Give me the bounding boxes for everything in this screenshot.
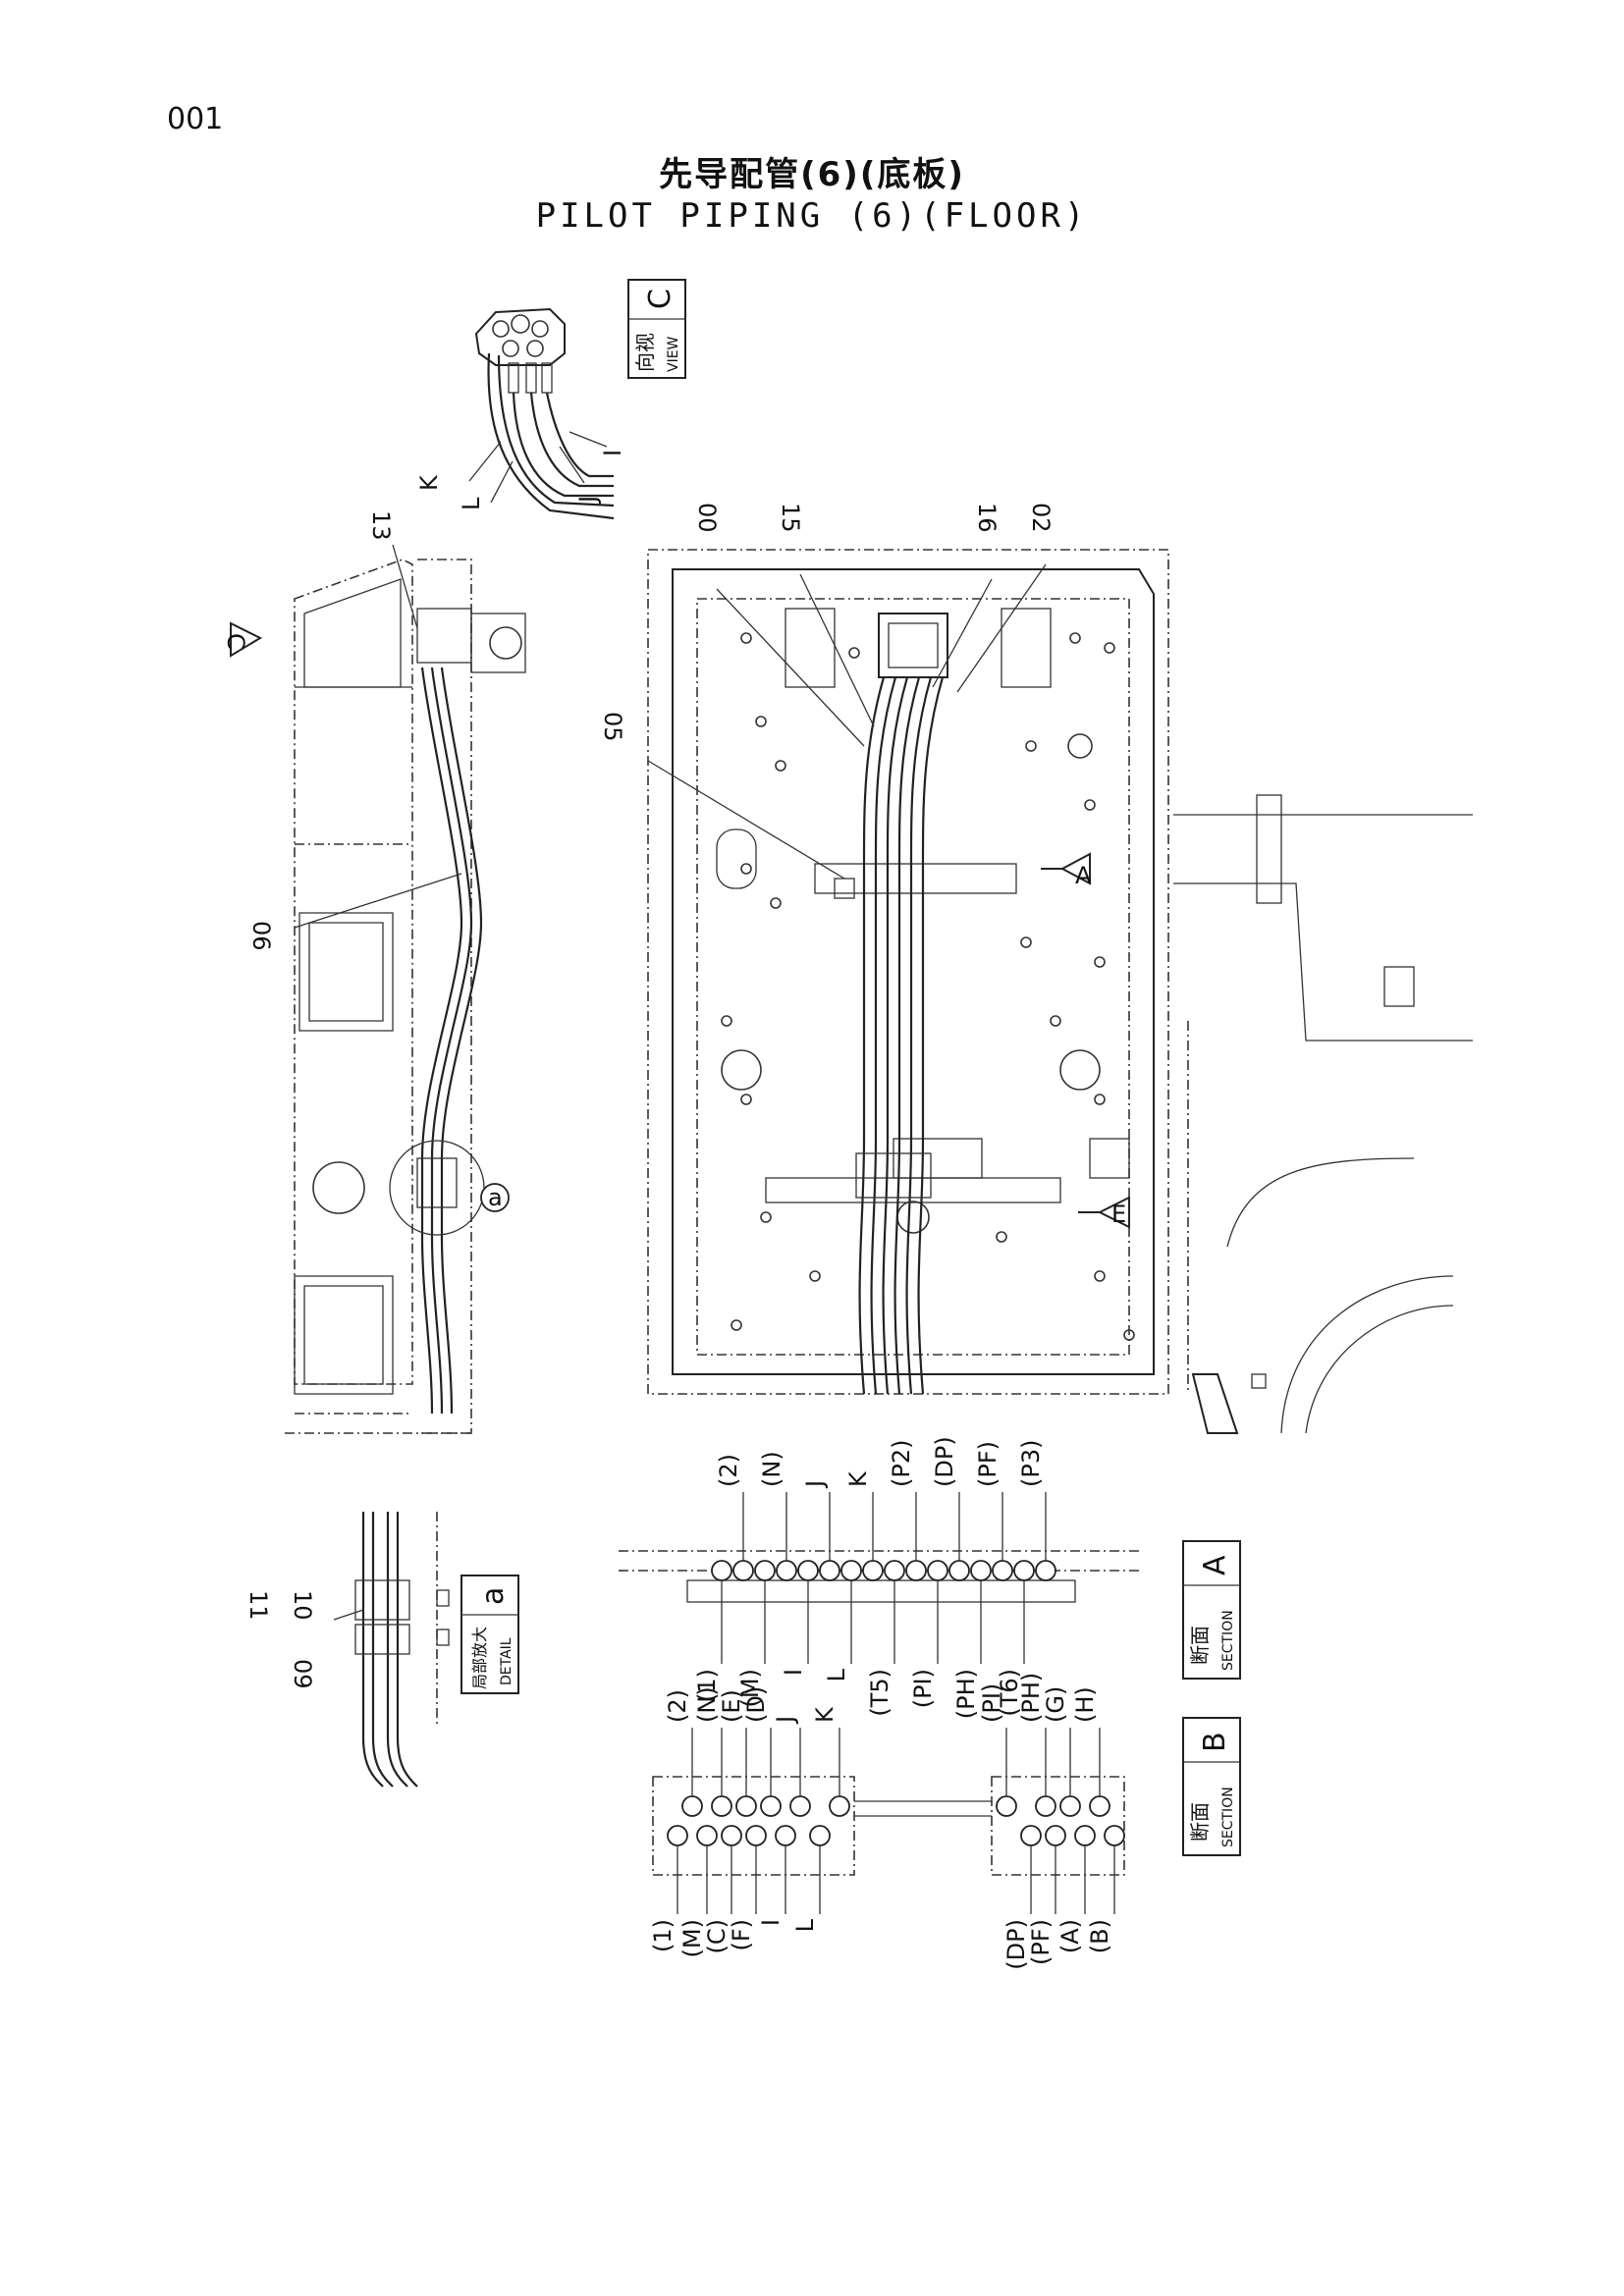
section-b-right-bottom-label-3: (A) (1056, 1919, 1084, 1953)
part-number-06: 06 (247, 921, 275, 951)
part-number-13: 13 (367, 510, 395, 541)
part-number-10: 10 (289, 1590, 316, 1621)
part-number-05: 05 (599, 712, 626, 742)
section-b-right-bottom-label-2: (PF) (1027, 1919, 1055, 1965)
section-a-top-label-3: J (801, 1480, 829, 1489)
section-a-leaders (721, 1492, 1047, 1664)
section-b-left-top-label-5: J (772, 1716, 799, 1725)
section-b-leaders (677, 1728, 1115, 1914)
section-b-left-bottom-labels: (1) (M) (C) (F) I L (649, 1918, 819, 1957)
part-number-02: 02 (1027, 503, 1055, 533)
section-a-bottom-label-2: (M) (736, 1669, 764, 1707)
right-side-fragment (1173, 794, 1473, 1434)
section-a-drawing (619, 1492, 1139, 1664)
arrow-a-letter: A (1075, 862, 1092, 889)
section-b-tag-letter: B (1198, 1732, 1232, 1752)
section-b-right-bottom-labels: (DP) (PF) (A) (B) (1002, 1919, 1113, 1970)
part-number-11: 11 (244, 1590, 272, 1621)
section-a-bottom-label-3: I (780, 1669, 807, 1676)
section-b-right-bottom-label-1: (DP) (1002, 1919, 1030, 1970)
floor-holes (721, 632, 1135, 1341)
section-a-tag: 断面 SECTION A (1182, 1540, 1241, 1680)
part-number-15: 15 (777, 503, 804, 533)
section-b-tag-cn: 断面 (1188, 1802, 1212, 1842)
title-chinese: 先导配管(6)(底板) (659, 155, 965, 194)
part-number-16: 16 (973, 503, 1001, 533)
section-a-top-label-4: K (844, 1470, 872, 1487)
section-a-tag-cn: 断面 (1188, 1626, 1212, 1665)
section-b-left-bottom-label-2: (M) (678, 1919, 706, 1957)
left-side-view (285, 544, 526, 1434)
title-english: PILOT PIPING (6)(FLOOR) (535, 196, 1089, 236)
section-a-bottom-label-1: (1) (693, 1669, 721, 1702)
section-b-left-top-labels: (2) (N) (E) (D) J K (664, 1686, 839, 1725)
section-a-top-label-8: (P3) (1017, 1440, 1045, 1487)
section-a-bottom-label-7: (PH) (952, 1669, 980, 1719)
section-b-left-bottom-label-1: (1) (649, 1919, 677, 1952)
section-b-left-top-label-3: (E) (718, 1689, 745, 1723)
view-c-tag: 向视 VIEW C (627, 279, 686, 379)
detail-a-drawing (333, 1512, 450, 1788)
detail-a-tag-letter: a (476, 1587, 511, 1605)
arrow-e-letter: E (1111, 1201, 1126, 1228)
view-c-tag-cn: 向视 (633, 333, 657, 372)
section-a-bottom-label-6: (PI) (909, 1669, 937, 1708)
arrow-a-marker (1041, 852, 1091, 885)
section-a-bottom-label-5: (T5) (866, 1669, 893, 1717)
section-a-top-label-1: (2) (715, 1454, 742, 1487)
section-b-right-top-label-2: (PH) (1017, 1673, 1045, 1723)
section-b-left-top-label-4: (D) (742, 1686, 770, 1723)
detail-a-tag: 局部放大 DETAIL a (460, 1575, 519, 1694)
section-b-right-top-label-3: (G) (1042, 1686, 1069, 1723)
section-b-left-top-label-1: (2) (664, 1689, 691, 1723)
section-b-right-top-label-1: (PI) (978, 1683, 1005, 1723)
section-a-top-labels: (2) (N) J K (P2) (DP) (PF) (P3) (715, 1436, 1045, 1489)
section-a-top-label-5: (P2) (888, 1440, 915, 1487)
section-b-left-bottom-label-5: I (757, 1919, 785, 1926)
part-number-09: 09 (289, 1659, 316, 1689)
section-b-right-top-label-4: (H) (1071, 1686, 1099, 1723)
arrow-c-marker (230, 621, 263, 658)
section-b-ports (667, 1795, 1125, 1846)
section-b-left-top-label-2: (N) (693, 1686, 721, 1723)
section-a-bottom-label-8: (T6) (996, 1669, 1023, 1717)
view-c-tag-en: VIEW (666, 336, 681, 372)
section-a-top-label-7: (PF) (974, 1441, 1001, 1487)
view-c-hose-label-k: K (415, 474, 443, 491)
section-a-tag-en: SECTION (1220, 1610, 1236, 1671)
section-a-top-label-2: (N) (758, 1451, 785, 1487)
marker-a-circle: a (488, 1184, 503, 1211)
page-number: 001 (167, 102, 224, 136)
section-a-ports (711, 1560, 1056, 1581)
view-c-drawing (468, 307, 615, 520)
section-a-bottom-labels: (1) (M) I L (T5) (PI) (PH) (T6) (693, 1668, 1023, 1719)
section-b-left-bottom-label-3: (C) (703, 1919, 731, 1953)
arrow-e-marker (1078, 1196, 1130, 1229)
section-b-drawing (652, 1728, 1125, 1914)
section-b-left-bottom-label-4: (F) (728, 1919, 755, 1951)
section-a-tag-letter: A (1198, 1555, 1232, 1575)
part-number-00: 00 (693, 503, 721, 533)
view-c-hose-label-i: I (599, 450, 626, 456)
section-b-right-top-labels: (PI) (PH) (G) (H) (978, 1673, 1099, 1723)
view-c-hose-label-l: L (458, 497, 485, 510)
view-c-tag-letter: C (643, 289, 677, 309)
floor-plate-view (647, 549, 1169, 1395)
section-a-top-label-6: (DP) (931, 1436, 958, 1487)
section-b-left-bottom-label-6: L (791, 1918, 819, 1932)
main-hose-bundle (858, 676, 945, 1395)
detail-a-tag-cn: 局部放大 (470, 1627, 489, 1689)
section-a-bottom-label-4: L (823, 1668, 850, 1682)
section-b-right-bottom-label-4: (B) (1086, 1919, 1113, 1953)
section-b-tag-en: SECTION (1220, 1787, 1236, 1847)
section-b-left-top-label-6: K (811, 1706, 839, 1723)
arrow-c-letter: C (222, 633, 249, 650)
section-b-tag: 断面 SECTION B (1182, 1717, 1241, 1856)
detail-a-tag-en: DETAIL (499, 1637, 514, 1685)
view-c-hose-label-j: J (574, 496, 602, 505)
